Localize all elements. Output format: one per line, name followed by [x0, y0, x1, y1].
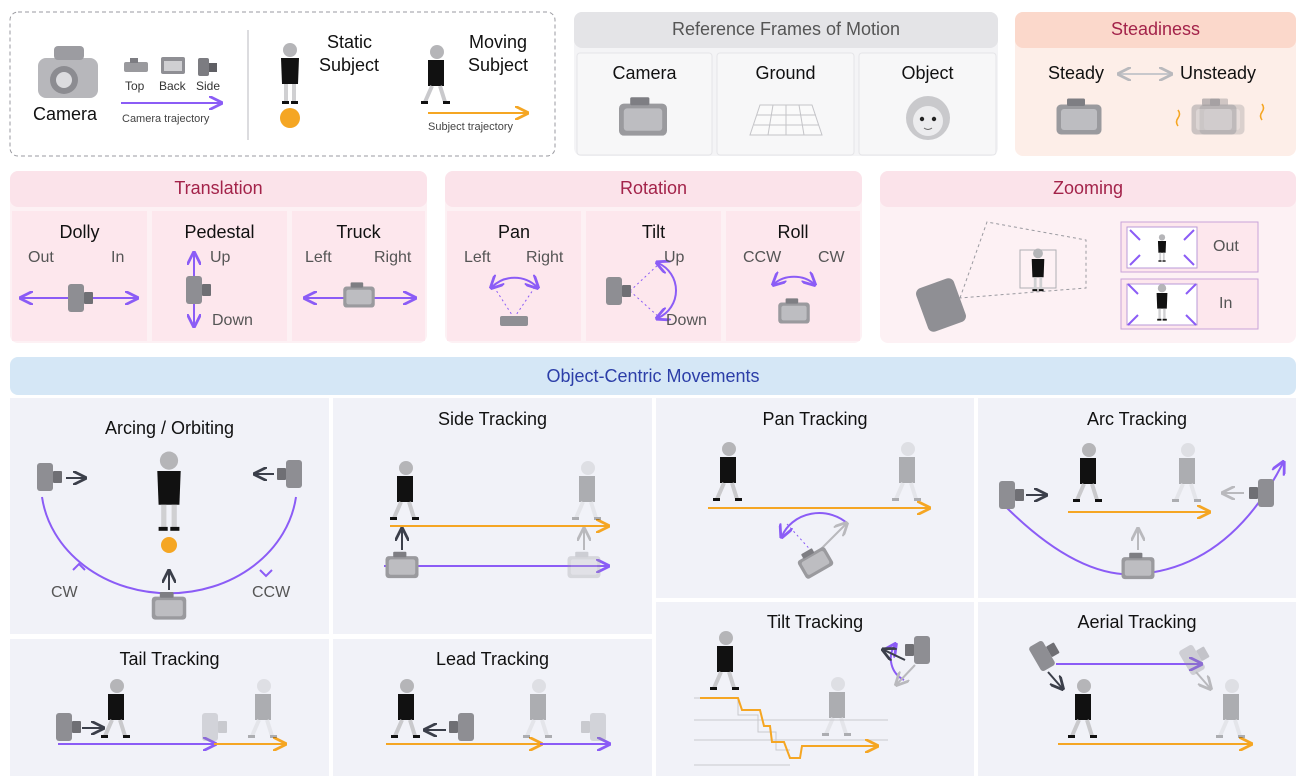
- arc-tracking-diagram: [999, 441, 1283, 580]
- lead-tracking-diagram: [386, 677, 608, 744]
- camera-side-icon: [198, 58, 217, 76]
- ref-ground-label: Ground: [755, 63, 816, 83]
- tilt-up-label: Up: [664, 249, 685, 266]
- arcing-diagram: [37, 451, 302, 620]
- object-centric-title: Object-Centric Movements: [546, 366, 760, 386]
- legend-side-label: Side: [196, 79, 221, 93]
- tilt-diagram: [606, 263, 678, 318]
- zoom-out-frame: [1120, 221, 1259, 273]
- pedestal-up-label: Up: [210, 249, 231, 266]
- dolly-in-label: In: [111, 249, 125, 266]
- truck-left-label: Left: [305, 249, 332, 266]
- reference-frames-title: Reference Frames of Motion: [671, 19, 901, 39]
- ref-object-label: Object: [901, 63, 954, 83]
- legend-camera-label: Camera: [33, 104, 98, 124]
- dolly-label: Dolly: [59, 222, 100, 242]
- legend-moving-label-2: Subject: [468, 55, 529, 75]
- tilt-tracking-label: Tilt Tracking: [766, 612, 864, 632]
- arcing-ccw-label: CCW: [252, 584, 291, 601]
- pedestal-down-label: Down: [212, 312, 253, 329]
- unsteady-camera-icon: [1175, 98, 1265, 135]
- aerial-tracking-diagram: [1028, 635, 1250, 744]
- rotation-title: Rotation: [619, 178, 688, 198]
- ground-grid-icon: [749, 104, 823, 136]
- tail-tracking-label: Tail Tracking: [119, 649, 220, 669]
- tilt-label: Tilt: [641, 222, 666, 242]
- arcing-cw-label: CW: [51, 584, 78, 601]
- legend-subject-trajectory-label: Subject trajectory: [428, 121, 513, 133]
- truck-label: Truck: [336, 222, 381, 242]
- zoom-in-frame: [1120, 278, 1259, 330]
- tail-tracking-diagram: [56, 677, 284, 744]
- legend-static-label-1: Static: [327, 32, 373, 52]
- roll-ccw-label: CCW: [743, 249, 782, 266]
- camera-icon: [38, 46, 98, 98]
- side-tracking-diagram: [384, 459, 607, 579]
- camera-back-icon: [161, 57, 185, 74]
- pan-right-label: Right: [526, 249, 564, 266]
- tilt-down-label: Down: [666, 312, 707, 329]
- legend-camera-trajectory-label: Camera trajectory: [122, 113, 210, 125]
- steady-label: Steady: [1048, 63, 1105, 83]
- pedestal-label: Pedestal: [184, 222, 255, 242]
- side-tracking-label: Side Tracking: [437, 409, 548, 429]
- aerial-tracking-label: Aerial Tracking: [1077, 612, 1197, 632]
- lead-tracking-label: Lead Tracking: [435, 649, 550, 669]
- pan-diagram: [492, 278, 537, 326]
- ref-camera-label: Camera: [612, 63, 677, 83]
- zoom-frustum-diagram: [916, 221, 1087, 332]
- pan-tracking-diagram: [708, 440, 928, 580]
- roll-cw-label: CW: [818, 249, 845, 266]
- dolly-out-label: Out: [28, 249, 54, 266]
- arcing-label: Arcing / Orbiting: [104, 418, 235, 438]
- steadiness-title: Steadiness: [1110, 19, 1201, 39]
- roll-label: Roll: [777, 222, 809, 242]
- legend-moving-label-1: Moving: [469, 32, 528, 52]
- legend-back-label: Back: [159, 79, 186, 93]
- roll-diagram: [774, 277, 814, 324]
- pan-tracking-label: Pan Tracking: [762, 409, 868, 429]
- arc-tracking-label: Arc Tracking: [1086, 409, 1188, 429]
- zoom-out-label: Out: [1213, 238, 1239, 255]
- pan-label: Pan: [497, 222, 531, 242]
- translation-title: Translation: [174, 178, 263, 198]
- tilt-tracking-diagram: [694, 629, 930, 766]
- object-face-icon: [906, 96, 950, 140]
- zoom-in-label: In: [1219, 295, 1233, 312]
- unsteady-label: Unsteady: [1180, 63, 1257, 83]
- truck-right-label: Right: [374, 249, 412, 266]
- legend-top-label: Top: [125, 79, 145, 93]
- legend-static-label-2: Subject: [319, 55, 380, 75]
- zooming-title: Zooming: [1052, 178, 1124, 198]
- pan-left-label: Left: [464, 249, 491, 266]
- static-subject-marker: [280, 108, 300, 128]
- camera-top-icon: [124, 58, 148, 72]
